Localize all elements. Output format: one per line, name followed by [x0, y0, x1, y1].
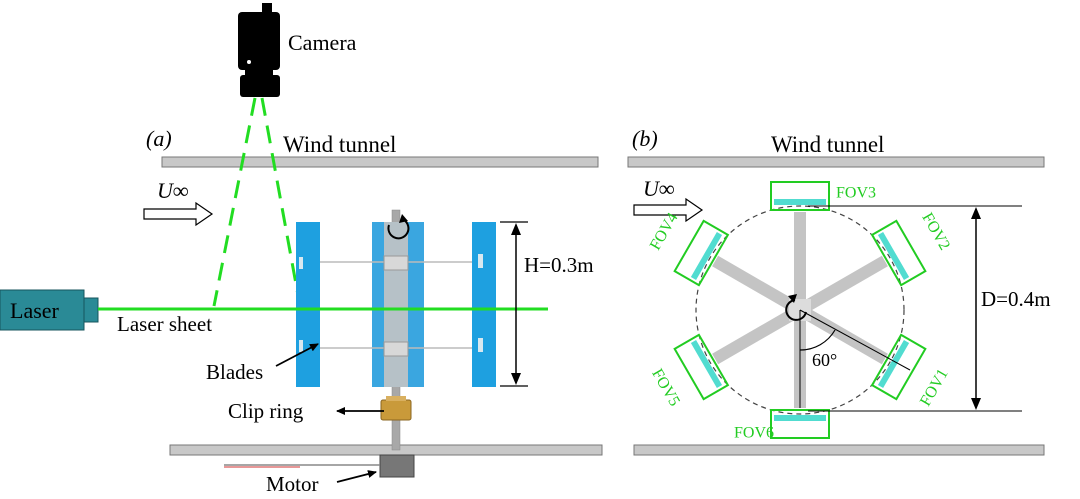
blade-right-mark-2: [478, 338, 483, 352]
height-arrow-bottom: [511, 373, 521, 385]
fov-box: [673, 333, 730, 401]
panel-b-tunnel-label: Wind tunnel: [771, 132, 884, 157]
motor-pointer: [336, 470, 377, 483]
laser-aperture: [83, 297, 99, 323]
flow-arrow-icon: [633, 197, 704, 223]
fov-box: [770, 181, 830, 211]
angle-label: 60°: [812, 350, 837, 370]
diameter-label: D=0.4m: [981, 287, 1051, 311]
hub-upper: [383, 255, 409, 271]
clip-ring-label: Clip ring: [228, 399, 304, 423]
fov-label-fov1: FOV1: [917, 366, 952, 409]
flow-field: [690, 339, 723, 389]
tunnel-wall-top-a: [161, 156, 599, 168]
camera-icon: [238, 3, 280, 97]
tunnel-wall-bottom-a: [169, 444, 603, 456]
rotor-arm: [712, 304, 804, 365]
laser-sheet-label: Laser sheet: [117, 312, 212, 336]
blades-pointer: [275, 343, 319, 367]
rotor-circle: [695, 205, 905, 415]
blade-right-mark-1: [478, 254, 483, 268]
motor: [379, 454, 415, 478]
rotor-arms: [712, 212, 888, 408]
fov-label-fov5: FOV5: [648, 366, 683, 409]
blade-left-mark-1: [299, 257, 303, 269]
laser-label: Laser: [10, 298, 60, 323]
rotor-arm: [712, 255, 804, 316]
fov-frame: [770, 409, 830, 439]
rotation-arrow-icon: [785, 294, 807, 321]
tunnel-wall-bottom-b: [633, 444, 1045, 456]
flow-field: [877, 231, 910, 281]
rotation-arrow-icon: [387, 214, 410, 240]
fov-frame: [870, 219, 927, 287]
flow-field: [690, 231, 723, 281]
diameter-arrow-top: [971, 207, 981, 219]
fov-frame: [870, 333, 927, 401]
hub-lower: [383, 341, 409, 357]
panel-a: (a) Wind tunnel Camera U∞ Laser: [0, 3, 603, 496]
fov-frame: [673, 219, 730, 287]
panel-a-tunnel-label: Wind tunnel: [283, 132, 396, 157]
flow-field: [774, 415, 826, 421]
fov-label-fov6: FOV6: [734, 425, 774, 442]
camera-view-line-right: [260, 97, 302, 307]
blade-center-shade: [384, 222, 408, 387]
camera-label: Camera: [288, 30, 357, 55]
panel-a-label: (a): [146, 126, 172, 151]
tunnel-wall-top-b: [627, 156, 1045, 168]
fov-label-fov3: FOV3: [836, 185, 876, 202]
blade-left-mark-2: [299, 340, 303, 352]
panel-b: (b) Wind tunnel U∞ FOV1 FOV2 FOV3FOV4FOV5F…: [627, 126, 1051, 456]
motor-label: Motor: [266, 472, 319, 496]
freestream-label-a: U∞: [157, 178, 189, 203]
fov-box: [770, 409, 830, 439]
fov-label-fov2: FOV2: [918, 210, 953, 253]
blade-left: [296, 222, 320, 387]
height-label: H=0.3m: [524, 253, 594, 277]
blades-label: Blades: [206, 360, 263, 384]
fov-frame: [770, 181, 830, 211]
height-arrow-top: [511, 223, 521, 235]
clip-ring: [380, 399, 412, 421]
flow-arrow-icon: [143, 201, 214, 227]
fov-box: [673, 219, 730, 287]
angle-ray-line: [799, 309, 911, 371]
diameter-arrow-bottom: [971, 398, 981, 410]
rotor-arm: [796, 255, 888, 316]
flow-field: [877, 339, 910, 389]
camera-view-line-left: [212, 97, 257, 307]
freestream-label-b: U∞: [643, 176, 675, 201]
blade-right: [472, 222, 496, 387]
fov-box: [870, 333, 927, 401]
clip-ring-collar: [386, 396, 406, 401]
panel-b-label: (b): [632, 126, 658, 151]
angle-arc: [799, 329, 836, 351]
fov-box: [870, 219, 927, 287]
flow-field: [774, 199, 826, 205]
fov-frame: [673, 333, 730, 401]
fov-label-fov4: FOV4: [647, 210, 682, 253]
